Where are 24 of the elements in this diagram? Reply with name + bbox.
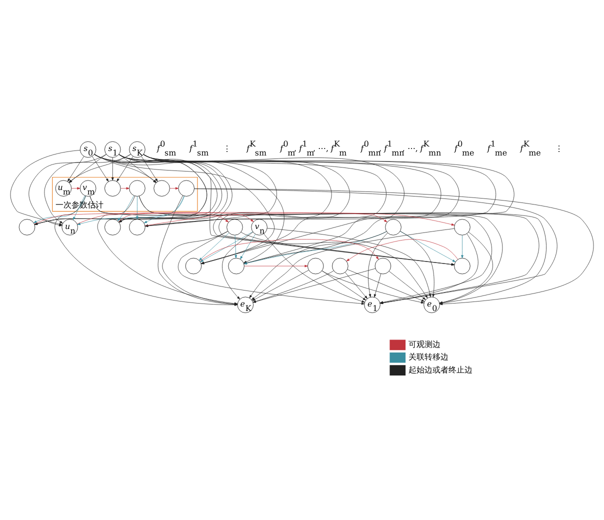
arrow bbox=[44, 154, 131, 223]
arrow bbox=[92, 156, 109, 182]
node-circle bbox=[129, 180, 146, 196]
arrow bbox=[347, 268, 425, 302]
arrow bbox=[71, 186, 80, 190]
arrow bbox=[344, 272, 368, 298]
node-circle bbox=[129, 218, 146, 235]
node-circle bbox=[104, 180, 121, 196]
arrow bbox=[244, 264, 308, 267]
arrow bbox=[120, 186, 130, 190]
arrow bbox=[116, 156, 134, 182]
arrow bbox=[34, 195, 86, 223]
arrow bbox=[117, 194, 134, 221]
node-circle bbox=[18, 218, 36, 235]
arrow bbox=[111, 156, 114, 180]
arrow bbox=[388, 270, 426, 300]
arrow bbox=[461, 234, 464, 258]
arrow bbox=[94, 153, 157, 182]
node-circle bbox=[454, 257, 470, 274]
arrow bbox=[374, 273, 382, 297]
arrow bbox=[136, 196, 138, 219]
arrow bbox=[72, 195, 85, 220]
arrow bbox=[322, 270, 366, 300]
arrow bbox=[252, 269, 309, 300]
